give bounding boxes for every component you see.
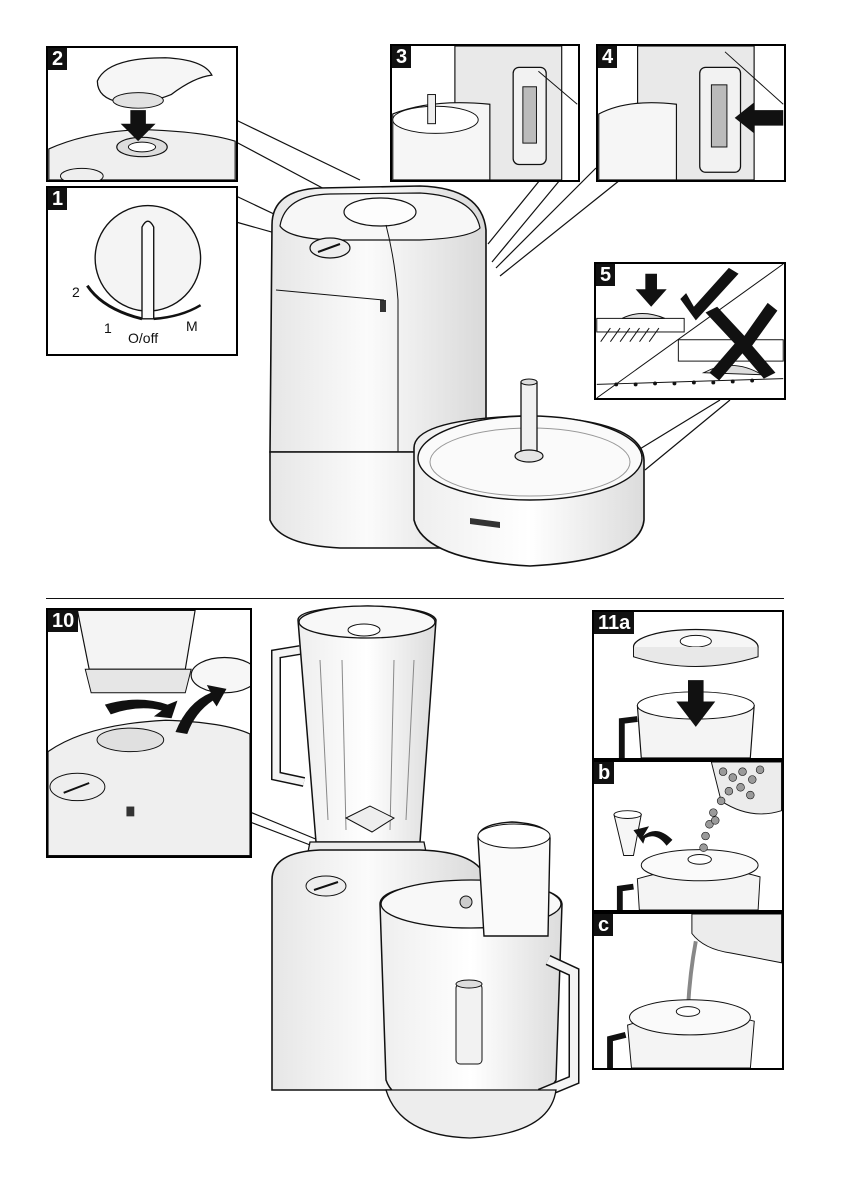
adding-ingredients-illustration [594,762,782,910]
step-11a-panel: 11a [592,610,784,760]
blender-mount-illustration [48,610,250,856]
step-2-badge: 2 [48,48,67,70]
step-3-badge: 3 [392,46,411,68]
pouring-liquid-illustration [594,914,782,1068]
step-1-badge: 1 [48,188,67,210]
step-10-badge: 10 [48,610,78,632]
step-10-panel: 10 [46,608,252,858]
step-11a-badge: 11a [594,612,634,634]
step-c-panel: c [592,912,784,1070]
step-c-badge: c [594,914,613,936]
step-4-badge: 4 [598,46,617,68]
step-b-badge: b [594,762,614,784]
step-5-badge: 5 [596,264,615,286]
step-b-panel: b [592,760,784,912]
